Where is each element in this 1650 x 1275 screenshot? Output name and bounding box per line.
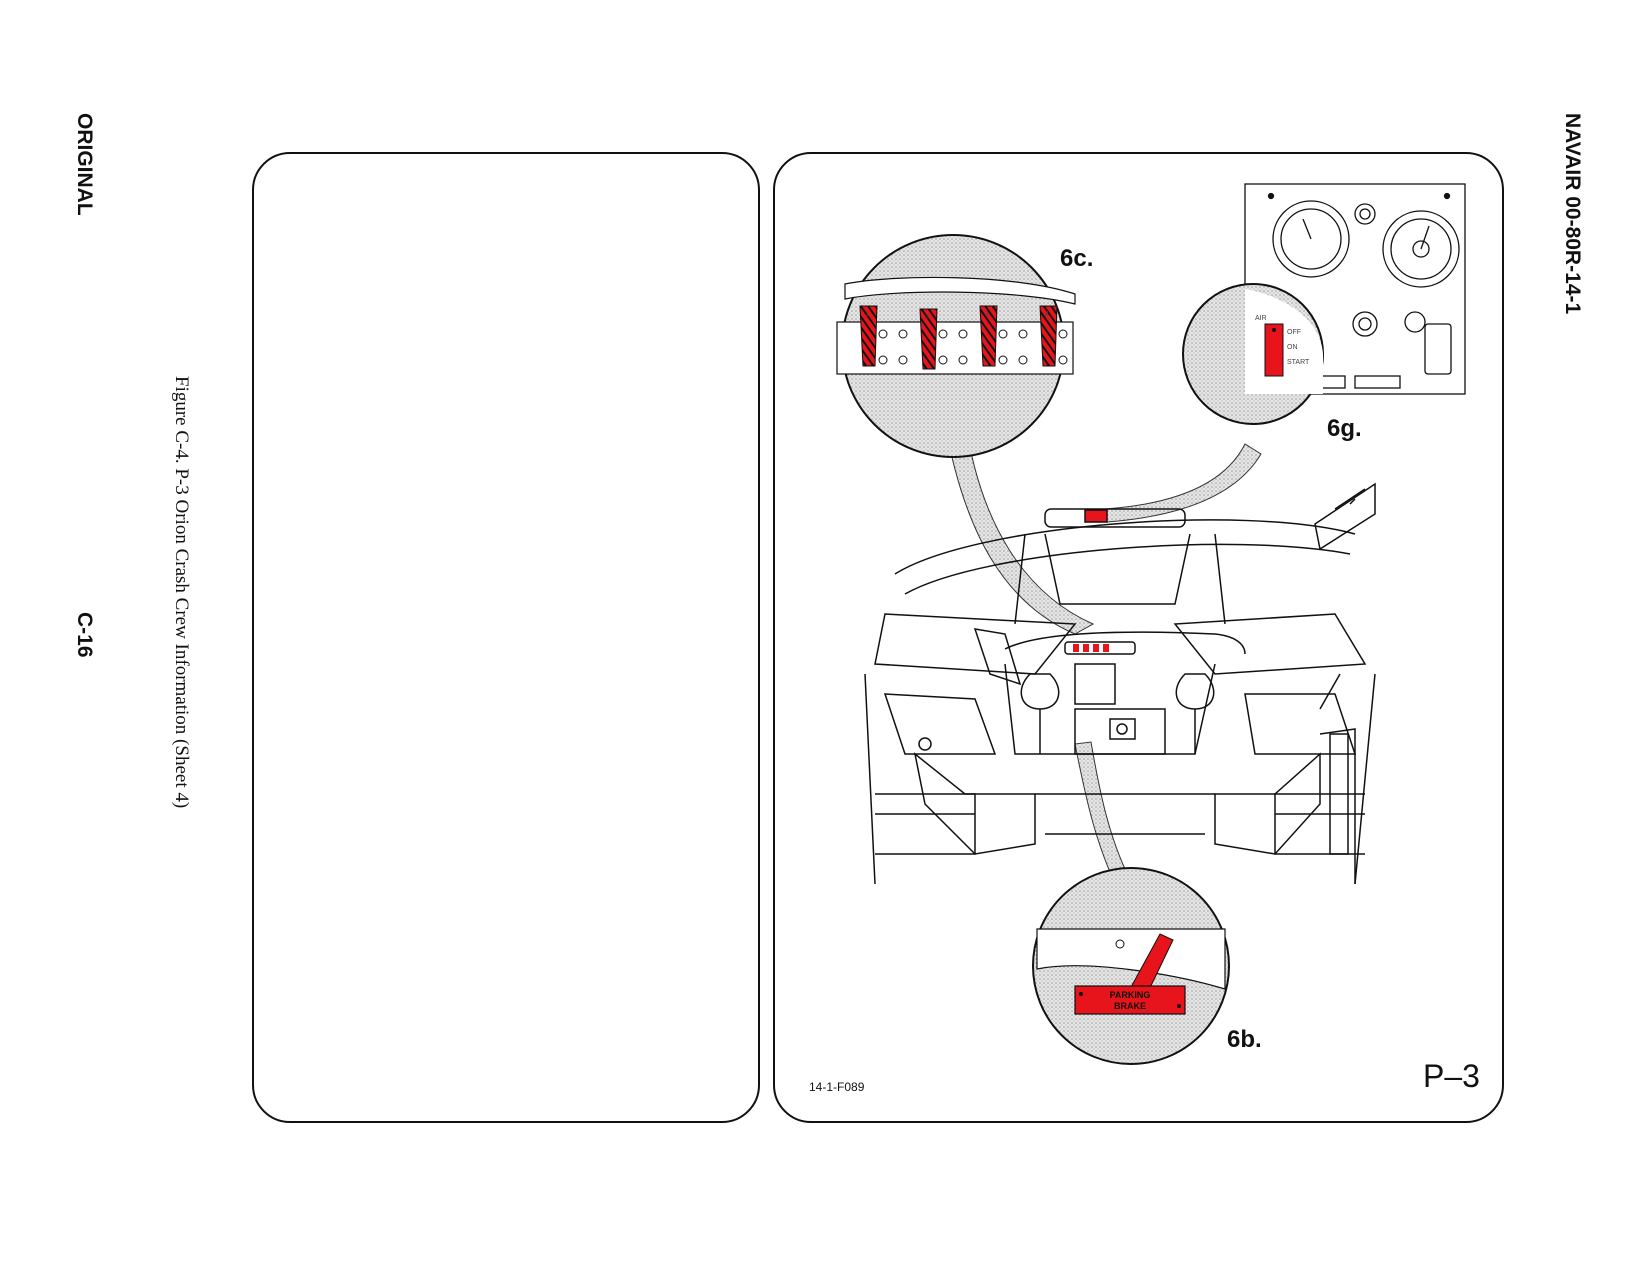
- cockpit-drawing: [864, 482, 1376, 885]
- parking-brake-handle: [1074, 985, 1186, 1015]
- figure-caption: Figure C-4. P-3 Orion Crash Crew Informa…: [171, 376, 192, 809]
- callout-label-6b: 6b.: [1227, 1026, 1262, 1053]
- switch-pos-on: ON: [1287, 344, 1298, 351]
- callout-6c-fuel-shutoff: 1 2 3 4: [836, 234, 1076, 458]
- start-switch: [1264, 323, 1284, 377]
- original-marker: ORIGINAL: [73, 113, 96, 216]
- switch-number-2: 2: [925, 314, 929, 321]
- fuel-switch-4: [1039, 305, 1058, 367]
- switch-number-1: 1: [865, 311, 869, 318]
- switch-number-3: 3: [985, 311, 989, 318]
- fuel-switch-3: [979, 305, 998, 367]
- switch-pos-off: OFF: [1287, 329, 1301, 336]
- blank-panel: [252, 152, 760, 1123]
- cockpit-illustration-panel: 1 2 3 4 6c.: [773, 152, 1504, 1123]
- fuel-switch-2: [919, 308, 938, 370]
- cockpit-illustration: 1 2 3 4 6c.: [809, 183, 1480, 1094]
- callout-label-6c: 6c.: [1060, 245, 1093, 272]
- switch-pos-air: AIR: [1255, 315, 1267, 322]
- callout-6b-parking-brake: PARKING BRAKE: [1032, 867, 1230, 1065]
- page-number: C-16: [73, 612, 96, 658]
- fuel-switch-1: [859, 305, 878, 367]
- switch-number-4: 4: [1045, 311, 1049, 318]
- callout-label-6g: 6g.: [1327, 415, 1362, 442]
- aircraft-designation: P–3: [1423, 1058, 1480, 1094]
- parking-brake-label-1: PARKING: [1110, 990, 1151, 1000]
- document-id: NAVAIR 00-80R-14-1: [1561, 113, 1584, 315]
- callout-6g-battery: AIR OFF ON START: [1182, 283, 1324, 425]
- switch-pos-start: START: [1287, 359, 1310, 366]
- engine-start-panel: [1244, 183, 1466, 395]
- parking-brake-label-2: BRAKE: [1114, 1001, 1146, 1011]
- figure-code: 14-1-F089: [809, 1080, 865, 1094]
